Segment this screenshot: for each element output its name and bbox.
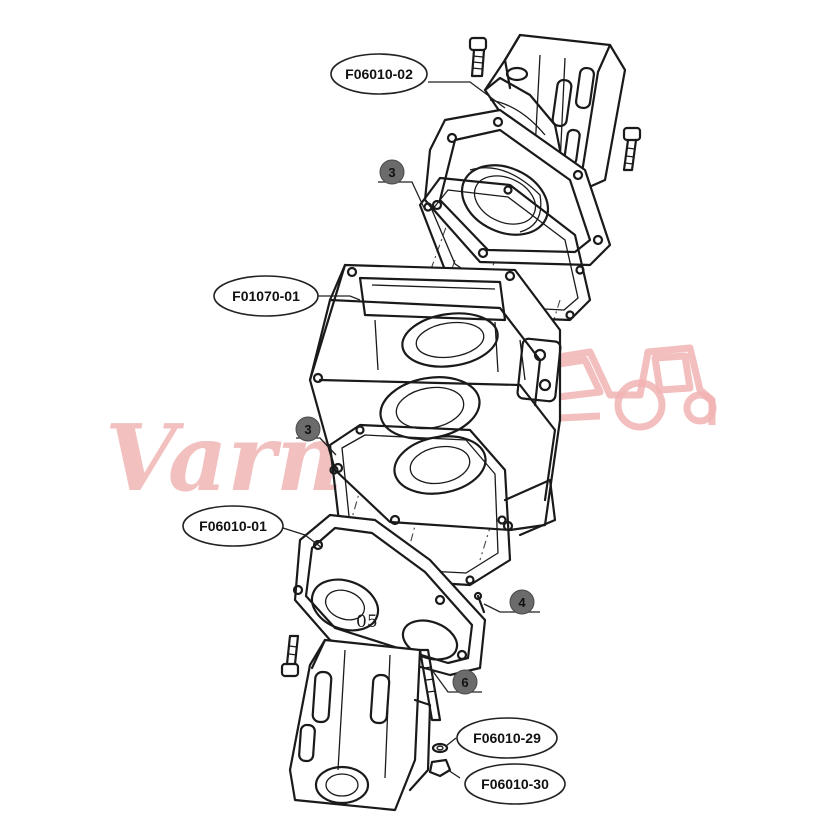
part-number-label: F01070-01: [232, 288, 300, 304]
part-number-label: F06010-29: [473, 730, 541, 746]
leader-line: [378, 181, 426, 211]
part-number-label: F06010-30: [481, 776, 549, 792]
bolt-icon: [622, 126, 642, 172]
badge-item-4[interactable]: 4: [509, 589, 535, 615]
casting-mark: 05: [356, 612, 378, 632]
leader-line: [282, 527, 323, 549]
badge-item-3-upper[interactable]: 3: [379, 159, 405, 185]
part-number-label: F06010-01: [199, 518, 267, 534]
badge-item-6[interactable]: 6: [452, 669, 478, 695]
callout-F06010-30[interactable]: F06010-30: [464, 763, 566, 805]
leader-line: [447, 769, 461, 779]
leader-line: [428, 81, 506, 109]
central-gearbox-housing: [308, 263, 562, 537]
bolt-icon: [280, 634, 300, 678]
bottom-motor-housing: [288, 638, 432, 812]
callout-F01070-01[interactable]: F01070-01: [213, 275, 319, 317]
part-number-label: F06010-02: [345, 66, 413, 82]
badge-number: 3: [304, 422, 311, 437]
bottom-flange-plate: 05: [292, 513, 487, 677]
pin-icon: [473, 591, 486, 614]
callout-F06010-29[interactable]: F06010-29: [456, 717, 558, 759]
badge-item-3-lower[interactable]: 3: [295, 416, 321, 442]
badge-number: 6: [461, 675, 468, 690]
leader-line: [318, 295, 361, 301]
badge-number: 3: [388, 165, 395, 180]
nut-icon: [428, 758, 452, 778]
stud-bolt-icon: [418, 648, 442, 722]
callout-F06010-01[interactable]: F06010-01: [182, 505, 284, 547]
washer-icon: [431, 742, 449, 754]
badge-number: 4: [518, 595, 526, 610]
leader-line: [445, 737, 457, 747]
callout-F06010-02[interactable]: F06010-02: [330, 53, 428, 95]
bolt-icon: [468, 36, 488, 78]
